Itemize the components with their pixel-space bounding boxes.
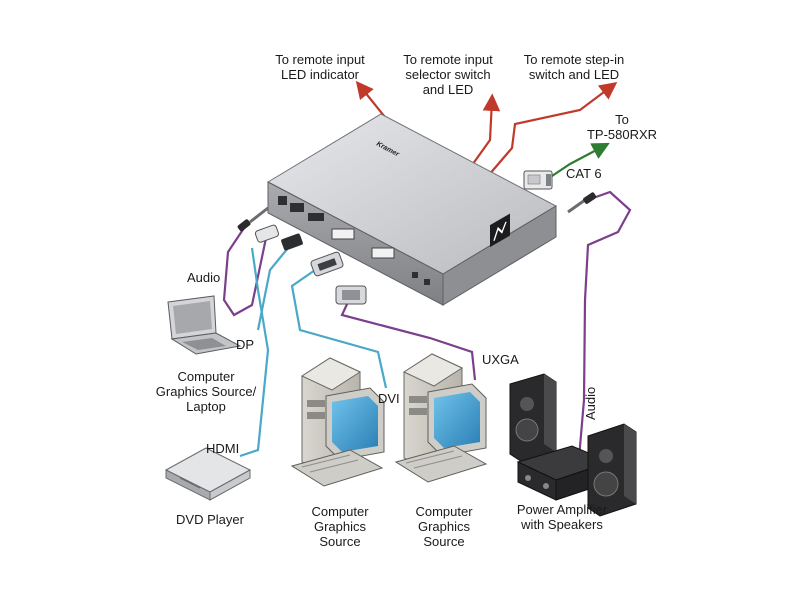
audio-jack-left-icon bbox=[237, 206, 269, 232]
audio-jack-icon bbox=[567, 192, 597, 214]
kramer-logo-icon bbox=[490, 213, 510, 248]
speaker-left-icon bbox=[509, 373, 557, 463]
label-remote-step-in: To remote step-in switch and LED bbox=[523, 52, 625, 82]
label-dvi: DVI bbox=[378, 391, 400, 406]
dvd-player-icon bbox=[164, 447, 252, 501]
label-remote-input-selector: To remote input selector switch and LED bbox=[403, 52, 493, 97]
label-uxga: UXGA bbox=[482, 352, 519, 367]
uxga-cable bbox=[335, 285, 477, 381]
label-computer-source-2: Computer Graphics Source bbox=[415, 504, 473, 549]
label-hdmi: HDMI bbox=[206, 441, 240, 456]
label-dvd-player: DVD Player bbox=[176, 512, 244, 527]
remote-step-in-cable bbox=[487, 82, 618, 177]
computer-2-icon bbox=[394, 353, 488, 483]
computer-1-icon bbox=[290, 357, 385, 487]
audio-cable-right bbox=[567, 190, 632, 471]
dp-cable bbox=[256, 233, 303, 331]
rj45-connector-icon bbox=[523, 170, 553, 190]
label-cat6: CAT 6 bbox=[566, 166, 602, 181]
label-audio-right: Audio bbox=[583, 386, 598, 420]
switcher-device: Kramer bbox=[266, 113, 558, 306]
laptop-icon bbox=[167, 295, 242, 355]
label-laptop: Computer Graphics Source/ Laptop bbox=[155, 369, 257, 414]
audio-cable-left bbox=[222, 206, 269, 317]
cat6-cable bbox=[523, 142, 610, 190]
label-remote-input-led: To remote input LED indicator bbox=[275, 52, 365, 82]
vga-connector-icon bbox=[335, 285, 367, 305]
speaker-right-icon bbox=[587, 423, 637, 517]
remote-selector-cable bbox=[469, 93, 501, 169]
label-computer-source-1: Computer Graphics Source bbox=[311, 504, 369, 549]
label-power-amplifier: Power Amplifier with Speakers bbox=[516, 502, 608, 532]
dvi-cable bbox=[290, 251, 388, 389]
label-to-tp580rxr: To TP-580RXR bbox=[586, 112, 658, 142]
front-panel-ports bbox=[278, 196, 430, 285]
label-dp: DP bbox=[236, 337, 255, 352]
hdmi-cable bbox=[239, 224, 279, 458]
label-audio-left: Audio bbox=[187, 270, 221, 285]
